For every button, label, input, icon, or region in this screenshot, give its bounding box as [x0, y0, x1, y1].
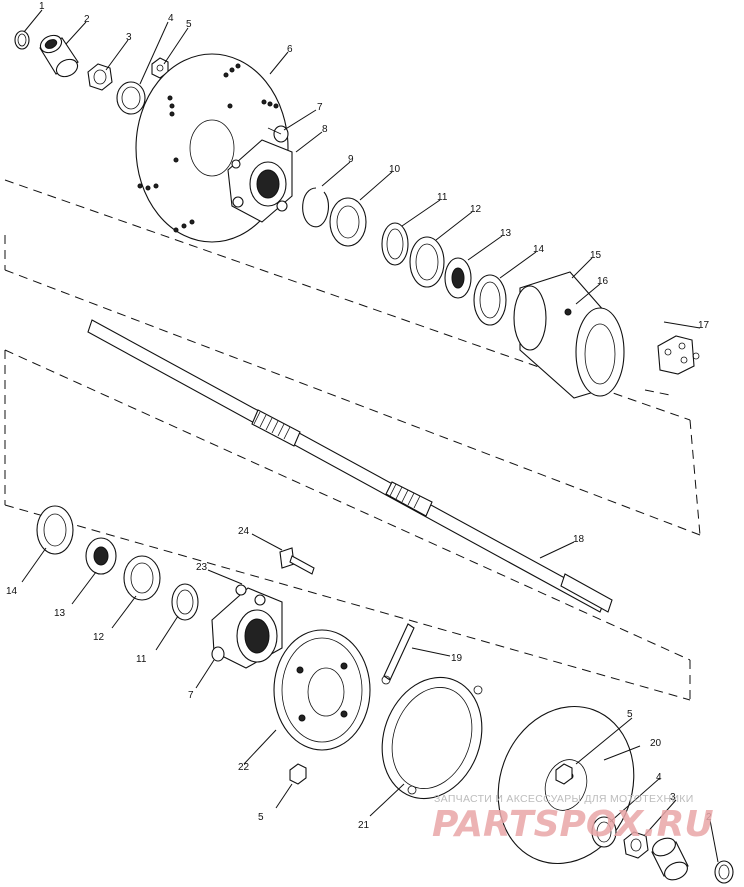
callout-7-lower: 7: [188, 690, 194, 701]
callout-11: 11: [437, 192, 448, 203]
callout-12-lower: 12: [93, 632, 105, 643]
washer-part-4-lower: [591, 816, 617, 848]
callout-12: 12: [470, 204, 482, 215]
bolt-part-24: [279, 547, 315, 575]
callout-15: 15: [590, 250, 602, 261]
callout-5-lower-left: 5: [258, 812, 264, 823]
bushing-part-2-lower: [651, 837, 689, 881]
callout-18: 18: [573, 534, 585, 545]
bearing-cup-part-14-lower: [36, 505, 74, 555]
callout-5-lower-right: 5: [627, 709, 633, 720]
callout-6: 6: [287, 44, 293, 55]
callout-4: 4: [168, 13, 174, 24]
snap-ring-part-2-lower: [714, 860, 734, 884]
nut-part-5-lower-left: [289, 763, 307, 785]
callout-10: 10: [389, 164, 401, 175]
callout-labels: 1 2 3 4 5 6 7 8 9 10 11 12 13 14 15 16 1…: [6, 1, 712, 831]
callout-2-lower: 2: [706, 812, 712, 823]
callout-8: 8: [322, 124, 328, 135]
callout-2: 2: [84, 14, 90, 25]
stud-part-7-lower: [211, 646, 225, 662]
callout-19: 19: [451, 653, 463, 664]
circlip-part-9: [302, 187, 329, 228]
nut-part-3-lower: [623, 831, 649, 859]
bolt-part-19: [381, 623, 415, 685]
bushing-part-2: [39, 34, 79, 78]
callout-22: 22: [238, 762, 250, 773]
seal-ring-part-11-lower: [171, 583, 199, 621]
callout-14: 14: [533, 244, 545, 255]
callout-3: 3: [126, 32, 132, 43]
callout-13: 13: [500, 228, 512, 239]
nut-part-3: [87, 63, 113, 91]
bearing-cup-part-14: [473, 274, 507, 326]
sprocket-hub-part-23: [211, 584, 283, 669]
watermark-logo: PARTSPOX.RU: [432, 804, 714, 845]
callout-20: 20: [650, 738, 662, 749]
callout-11-lower: 11: [136, 654, 147, 665]
axle-housing-part-15: [513, 271, 625, 399]
axle-shaft-part-18: [87, 319, 613, 613]
callout-24: 24: [238, 526, 250, 537]
snap-ring-part-1: [14, 30, 30, 50]
callout-16: 16: [597, 276, 609, 287]
callout-3-lower: 3: [670, 792, 676, 803]
washer-part-4: [116, 81, 146, 115]
callout-23: 23: [196, 562, 208, 573]
bearing-cup-part-12: [409, 236, 445, 288]
guard-ring-part-21: [381, 676, 483, 800]
callout-14-lower: 14: [6, 586, 18, 597]
clamp-set-part-17: [657, 335, 700, 375]
hub-part-8: [227, 139, 293, 223]
callout-17: 17: [698, 320, 710, 331]
bearing-race-part-10: [329, 197, 367, 247]
callout-21: 21: [358, 820, 370, 831]
watermark: ЗАПЧАСТИ И АКСЕССУАРЫ ДЛЯ МОТОТЕХНИКИ PA…: [432, 793, 714, 845]
seal-ring-part-11: [381, 222, 409, 266]
leader-lines: [21, 9, 719, 863]
callout-4-lower: 4: [656, 772, 662, 783]
callout-5: 5: [186, 19, 192, 30]
bearing-cup-part-12-lower: [123, 555, 161, 601]
roller-bearing-part-13: [444, 257, 472, 299]
roller-bearing-part-13-lower: [85, 537, 117, 575]
sprocket-part-22: [273, 629, 371, 751]
callout-9: 9: [348, 154, 354, 165]
callout-7: 7: [317, 102, 323, 113]
callout-13-lower: 13: [54, 608, 66, 619]
callout-1: 1: [39, 1, 45, 12]
watermark-tagline: ЗАПЧАСТИ И АКСЕССУАРЫ ДЛЯ МОТОТЕХНИКИ: [434, 793, 694, 805]
nut-part-5-lower-right: [555, 763, 573, 785]
